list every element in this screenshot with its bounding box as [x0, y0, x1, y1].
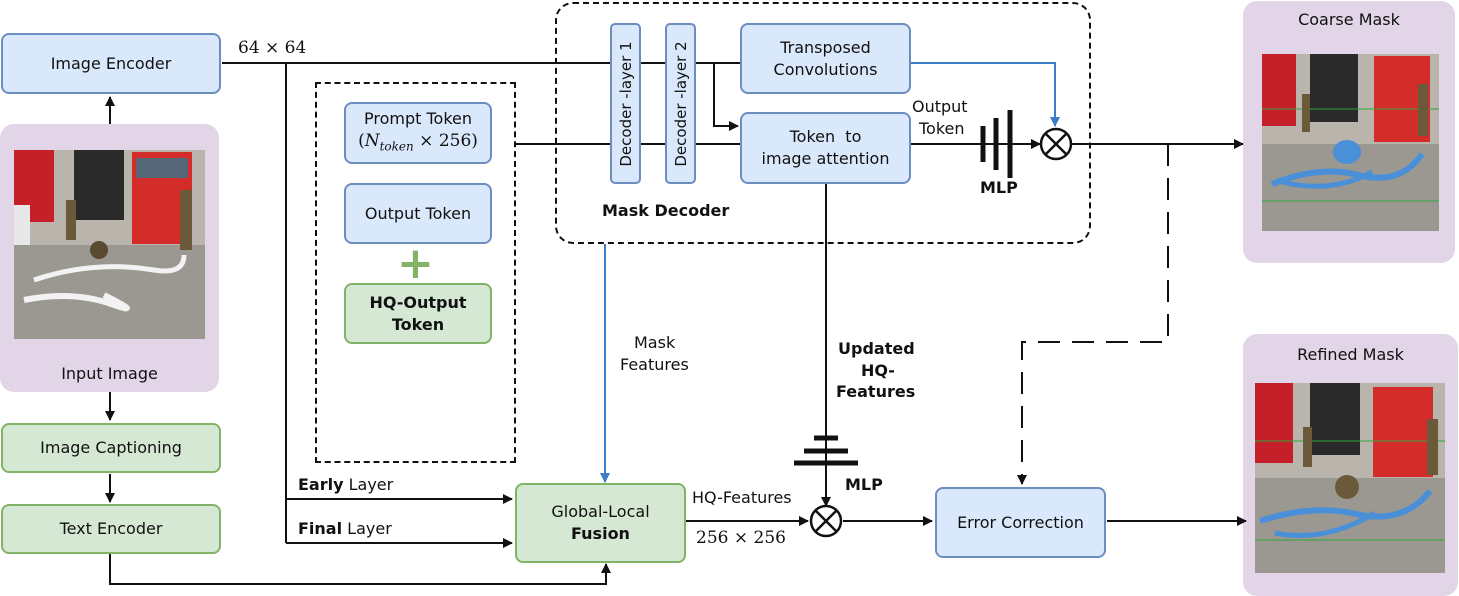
hq-output-token-box: HQ-Output Token: [344, 283, 492, 344]
early-layer-label: Early Layer: [298, 475, 394, 494]
output-token-text-2: Token: [919, 119, 965, 138]
hq-features-label: HQ-Features: [692, 488, 792, 507]
output-token-label: Output Token: [364, 203, 472, 223]
prompt-token-line1: Prompt Token: [363, 109, 472, 129]
global-local-fusion-box: Global-Local Fusion: [515, 483, 686, 563]
encoder-dim-label: 64 × 64: [238, 38, 307, 58]
input-photo: [14, 150, 205, 339]
decoder-layer-1-label: Decoder -layer 1: [616, 40, 635, 167]
coarse-mask-photo: [1262, 54, 1439, 231]
mlp-top-label: MLP: [980, 178, 1018, 197]
multiply-node-bottom: [809, 504, 843, 538]
transposed-line1: Transposed: [780, 37, 871, 57]
fusion-line2: Fusion: [571, 524, 630, 543]
text-encoder-label: Text Encoder: [59, 519, 163, 538]
decoder-layer-1: Decoder -layer 1: [610, 23, 641, 184]
error-correction-box: Error Correction: [935, 487, 1106, 558]
mask-features-line2: Features: [620, 355, 689, 374]
transposed-conv-box: Transposed Convolutions: [740, 23, 911, 94]
attention-line2: image attention: [761, 149, 890, 168]
image-captioning-label: Image Captioning: [40, 438, 182, 457]
final-layer-label: Final Layer: [298, 519, 392, 538]
output-token-box: Output Token: [344, 183, 492, 244]
output-token-text-1: Output: [912, 97, 968, 116]
transposed-line2: Convolutions: [773, 59, 878, 79]
hq-features-dim: 256 × 256: [696, 528, 786, 548]
plus-icon: +: [397, 238, 434, 289]
mlp-bottom-label: MLP: [845, 475, 883, 494]
prompt-token-box: Prompt Token (Ntoken × 256): [344, 102, 492, 164]
refined-mask-title: Refined Mask: [1297, 345, 1404, 364]
image-captioning-box: Image Captioning: [1, 423, 221, 473]
updated-hq-line3: Features: [836, 382, 916, 401]
attention-line1: Token to: [789, 127, 862, 146]
decoder-layer-2: Decoder -layer 2: [665, 23, 696, 184]
mask-decoder-group: [555, 2, 1091, 244]
refined-mask-photo: [1255, 383, 1445, 573]
mask-features-line1: Mask: [634, 333, 676, 352]
hq-output-token-line2: Token: [391, 314, 445, 334]
image-encoder-label: Image Encoder: [50, 53, 172, 73]
prompt-token-subscript: token: [379, 139, 414, 154]
fusion-line1: Global-Local: [551, 502, 650, 521]
text-encoder-box: Text Encoder: [1, 504, 221, 554]
token-to-image-attention-box: Token to image attention: [740, 112, 911, 184]
token-group: [315, 82, 516, 463]
prompt-token-formula: (Ntoken × 256): [358, 131, 478, 154]
updated-hq-line1: Updated: [838, 339, 915, 358]
error-correction-label: Error Correction: [957, 512, 1084, 532]
mask-decoder-title: Mask Decoder: [602, 201, 730, 220]
input-image-title: Input Image: [61, 364, 158, 383]
decoder-layer-2-label: Decoder -layer 2: [671, 40, 690, 167]
updated-hq-line2: HQ-: [861, 361, 895, 380]
hq-output-token-line1: HQ-Output: [369, 292, 467, 312]
coarse-mask-title: Coarse Mask: [1298, 10, 1400, 29]
image-encoder-box: Image Encoder: [1, 33, 221, 94]
